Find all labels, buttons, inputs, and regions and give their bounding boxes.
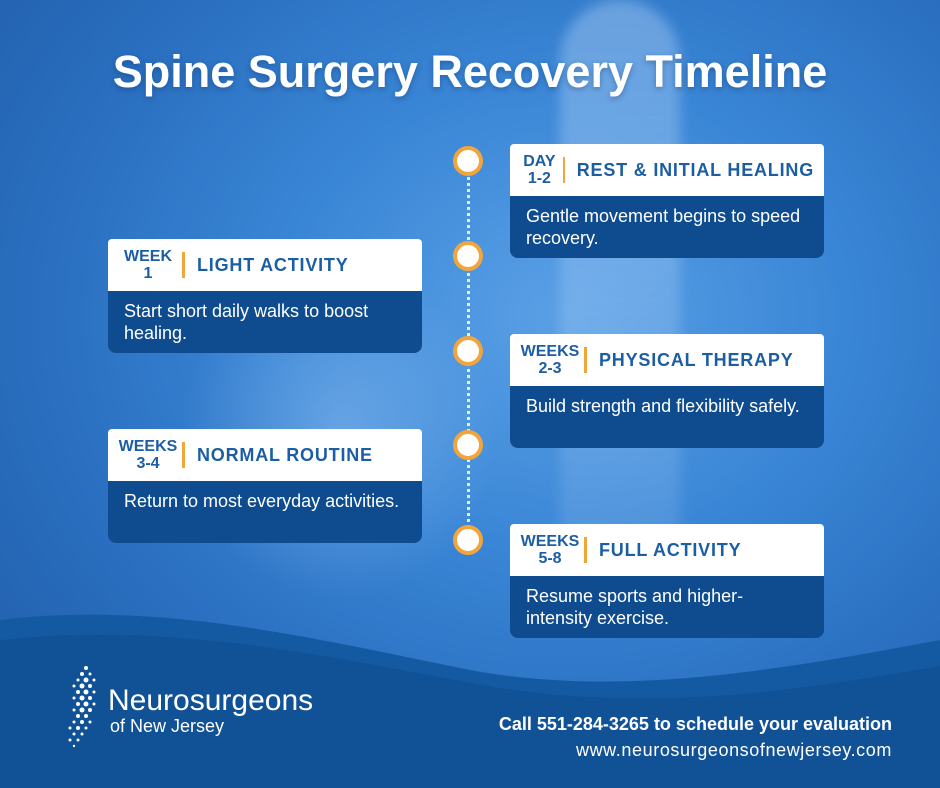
phase-title: PHYSICAL THERAPY: [599, 349, 794, 370]
background-spine-image: [560, 0, 680, 620]
timeline-node-3: [453, 336, 483, 366]
orange-divider: [182, 252, 185, 278]
timeline-node-5: [453, 525, 483, 555]
timeline-card-weeks-5-8: WEEKS 5-8 FULL ACTIVITY Resume sports an…: [510, 524, 824, 638]
period-line-2: 1: [143, 265, 153, 282]
timeline-node-1: [453, 146, 483, 176]
card-description: Gentle movement begins to speed recovery…: [510, 196, 824, 258]
card-description: Return to most everyday activities.: [108, 481, 422, 543]
logo-name: Neurosurgeons: [108, 684, 314, 717]
website-link[interactable]: www.neurosurgeonsofnewjersey.com: [575, 740, 892, 760]
timeline-card-week-1: WEEK 1 LIGHT ACTIVITY Start short daily …: [108, 239, 422, 353]
period-line-1: WEEKS: [118, 438, 178, 455]
card-header: WEEKS 2-3 PHYSICAL THERAPY: [510, 334, 824, 386]
phase-title: FULL ACTIVITY: [599, 539, 742, 560]
period-label: DAY 1-2: [520, 153, 559, 187]
phase-title: LIGHT ACTIVITY: [197, 254, 349, 275]
period-label: WEEKS 2-3: [520, 343, 580, 377]
page-title: Spine Surgery Recovery Timeline: [112, 46, 828, 97]
logo-subtitle: of New Jersey: [110, 716, 225, 736]
period-label: WEEK 1: [118, 248, 178, 282]
phase-title: REST & INITIAL HEALING: [576, 159, 814, 180]
timeline-node-2: [453, 241, 483, 271]
period-label: WEEKS 5-8: [520, 533, 580, 567]
period-line-2: 1-2: [527, 170, 551, 187]
card-header: DAY 1-2 REST & INITIAL HEALING: [510, 144, 824, 196]
timeline-card-weeks-3-4: WEEKS 3-4 NORMAL ROUTINE Return to most …: [108, 429, 422, 543]
card-description: Start short daily walks to boost healing…: [108, 291, 422, 353]
period-line-2: 2-3: [538, 360, 562, 377]
phase-title: NORMAL ROUTINE: [197, 444, 373, 465]
card-description: Build strength and flexibility safely.: [510, 386, 824, 448]
timeline-card-day-1-2: DAY 1-2 REST & INITIAL HEALING Gentle mo…: [510, 144, 824, 258]
period-line-2: 5-8: [538, 550, 562, 567]
period-line-1: DAY: [523, 153, 556, 170]
call-to-action[interactable]: Call 551-284-3265 to schedule your evalu…: [498, 714, 892, 734]
card-description: Resume sports and higher-intensity exerc…: [510, 576, 824, 638]
period-label: WEEKS 3-4: [118, 438, 178, 472]
orange-divider: [182, 442, 185, 468]
spine-dots-logo-icon: [68, 666, 96, 748]
orange-divider: [584, 347, 587, 373]
period-line-1: WEEKS: [520, 533, 580, 550]
period-line-1: WEEKS: [520, 343, 580, 360]
brand-logo[interactable]: Neurosurgeons of New Jersey: [64, 664, 313, 753]
card-header: WEEK 1 LIGHT ACTIVITY: [108, 239, 422, 291]
period-line-2: 3-4: [136, 455, 160, 472]
period-line-1: WEEK: [124, 248, 172, 265]
footer-wave: [0, 614, 940, 788]
timeline-card-weeks-2-3: WEEKS 2-3 PHYSICAL THERAPY Build strengt…: [510, 334, 824, 448]
timeline-node-4: [453, 430, 483, 460]
footer-wave-shade: [0, 634, 940, 788]
orange-divider: [584, 537, 587, 563]
card-header: WEEKS 5-8 FULL ACTIVITY: [510, 524, 824, 576]
orange-divider: [562, 157, 565, 183]
card-header: WEEKS 3-4 NORMAL ROUTINE: [108, 429, 422, 481]
